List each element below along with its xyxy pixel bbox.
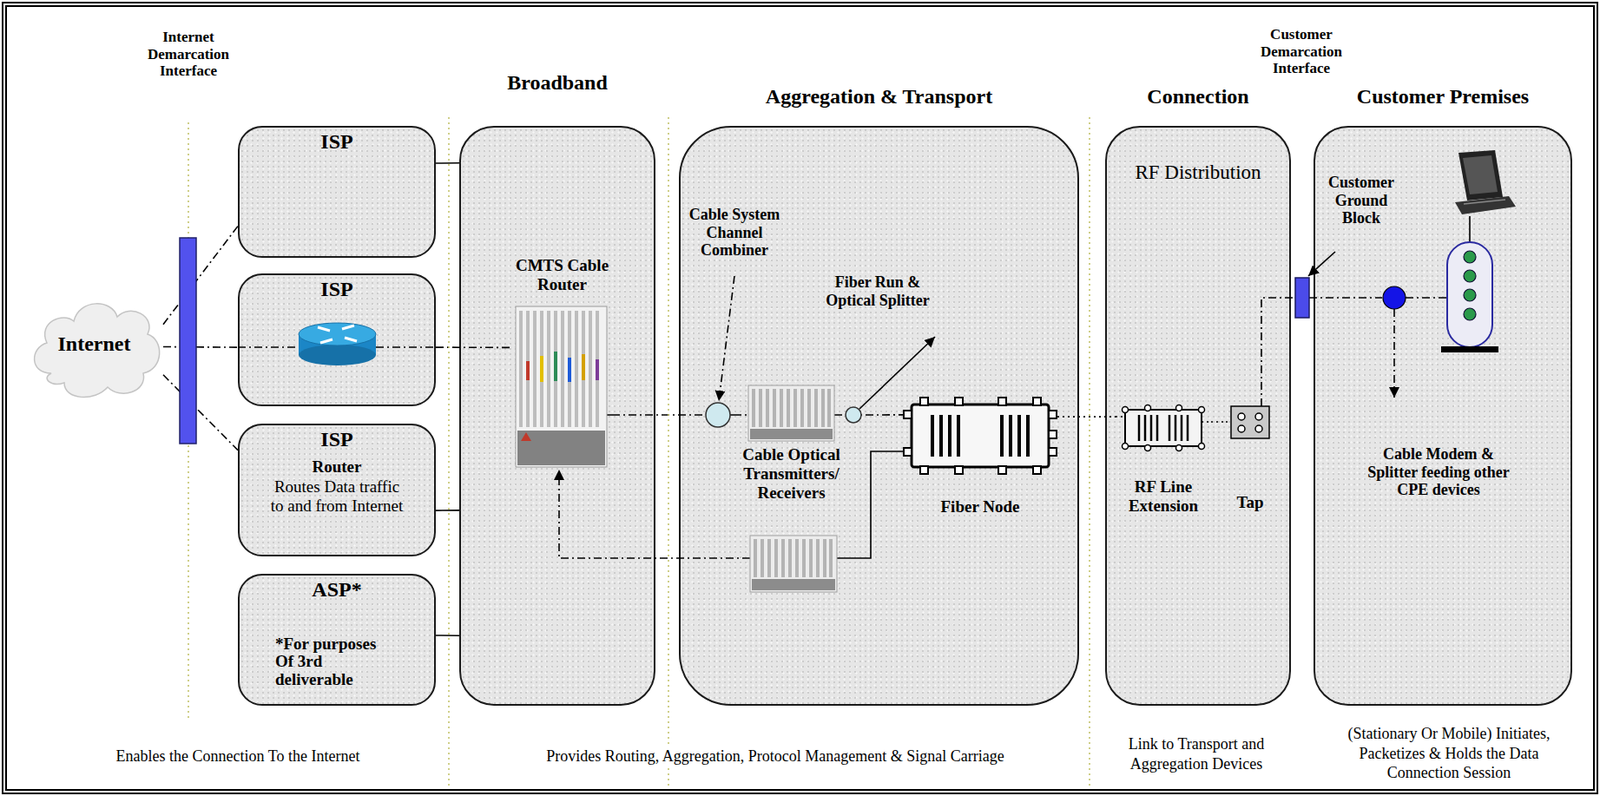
connection-panel-text: RF Distribution — [1106, 161, 1290, 185]
optical-transmitter-text: Cable Optical Transmitters/ Receivers — [733, 445, 850, 503]
optical-transmitter: Cable Optical Transmitters/ Receivers — [733, 381, 850, 521]
callout-label-slot: Customer Ground Block — [1319, 173, 1403, 228]
ground-block — [1295, 277, 1310, 318]
demarcation-label: Internet Demarcation Interface — [147, 28, 230, 80]
internet-cloud-text: Internet — [25, 332, 164, 357]
tap-text: Tap — [1225, 493, 1275, 513]
demarcation-bar — [179, 237, 197, 444]
isp-box: ISP — [237, 273, 436, 407]
aggregation-panel-text: Aggregation & Transport — [680, 85, 1078, 110]
section-caption: (Stationary Or Mobile) Initiates, Packet… — [1348, 724, 1551, 782]
section-caption: Enables the Connection To the Internet — [113, 747, 363, 765]
section-caption-slot: Link to Transport and Aggregation Device… — [1103, 734, 1291, 774]
asp-box: ASP* *For purposes Of 3rd deliverable — [237, 573, 436, 706]
isp-box-text: ISP — [239, 427, 435, 453]
connection-panel: ConnectionRF DistributionRF Line Extensi… — [1105, 125, 1291, 706]
device-label: Cable Modem & Splitter feeding other CPE… — [1367, 445, 1510, 499]
separator-lines — [188, 117, 1090, 786]
rf-line-extension: RF Line Extension — [1115, 401, 1212, 530]
connector-line — [435, 634, 460, 637]
isp-box-text: Routes Data traffic to and from Internet — [239, 477, 435, 516]
callout-label: Customer Ground Block — [1328, 173, 1395, 227]
isp-box: ISP — [237, 125, 436, 258]
section-caption: Provides Routing, Aggregation, Protocol … — [543, 747, 1007, 765]
connector-line — [163, 375, 238, 451]
section-caption-slot: Provides Routing, Aggregation, Protocol … — [462, 747, 1088, 766]
connector-line — [163, 346, 238, 349]
callout-label: Cable System Channel Combiner — [689, 205, 781, 259]
callout-label: Fiber Run & Optical Splitter — [825, 273, 930, 310]
cmts-router: CMTS Cable Router — [512, 256, 613, 469]
demarcation-label: Customer Demarcation Interface — [1260, 26, 1343, 77]
isp-box: ISP RouterRoutes Data traffic to and from… — [237, 423, 436, 557]
broadband-panel: BroadbandCMTS Cable Router — [459, 125, 656, 706]
connector-line — [435, 509, 460, 512]
isp-box-text: Router — [239, 457, 435, 477]
device-label-slot: Cable Modem & Splitter feeding other CPE… — [1362, 445, 1515, 500]
cmts-router-text: CMTS Cable Router — [512, 256, 613, 295]
broadband-panel-text: Broadband — [460, 71, 654, 96]
tap: Tap — [1225, 401, 1275, 521]
section-caption-slot: Enables the Connection To the Internet — [55, 747, 421, 766]
demarcation-label-slot: Customer Demarcation Interface — [1247, 26, 1357, 78]
isp-box-text: ISP — [239, 130, 435, 155]
internet-cloud: Internet — [25, 290, 164, 403]
connection-panel-text: Connection — [1106, 85, 1290, 110]
customer-premises-panel-text: Customer Premises — [1315, 85, 1571, 110]
demarcation-label-slot: Internet Demarcation Interface — [131, 28, 245, 80]
isp-box-text: ISP — [239, 277, 435, 303]
connector-line — [435, 162, 460, 165]
fiber-node: Fiber Node — [902, 395, 1058, 526]
rf-line-extension-text: RF Line Extension — [1115, 477, 1212, 516]
section-caption: Link to Transport and Aggregation Device… — [1128, 735, 1265, 773]
asp-box-text: ASP* — [239, 578, 435, 603]
connector-line — [163, 226, 238, 325]
asp-box-text: *For purposes Of 3rd deliverable — [239, 635, 435, 691]
callout-label-slot: Fiber Run & Optical Splitter — [816, 273, 939, 310]
fiber-node-text: Fiber Node — [902, 497, 1058, 517]
section-caption-slot: (Stationary Or Mobile) Initiates, Packet… — [1325, 724, 1574, 784]
callout-label-slot: Cable System Channel Combiner — [680, 205, 790, 260]
